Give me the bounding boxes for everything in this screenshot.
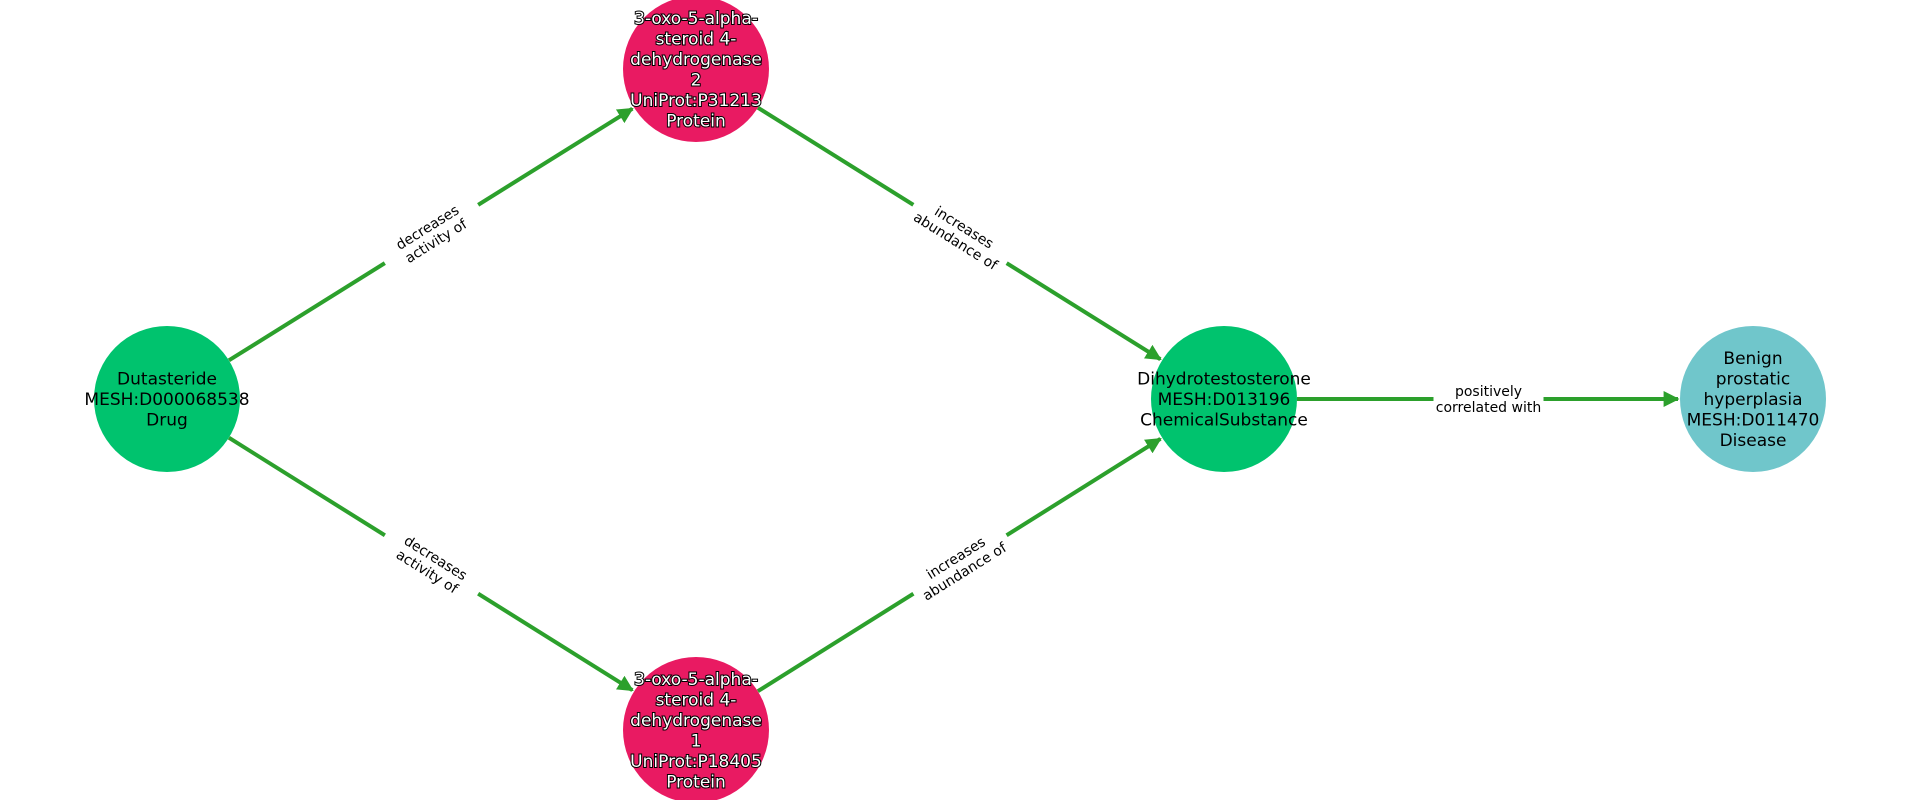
node-label-line: ChemicalSubstance [1140,411,1308,431]
node-label-line: MESH:D000068538 [84,390,249,410]
node-circle[interactable] [94,326,240,472]
node-label-line: MESH:D011470 [1687,411,1820,431]
node-circle[interactable] [1680,326,1826,472]
edge-label-line: positively [1455,384,1522,400]
node-label-line: Benign [1723,349,1782,369]
node-label-line: 3-oxo-5-alpha- [634,9,758,29]
edge-label-background [902,187,1018,281]
node-circle[interactable] [1151,326,1297,472]
edge-label-line: correlated with [1436,400,1541,416]
node-label-line: hyperplasia [1703,390,1802,410]
node-label-line: UniProt:P18405 [630,752,762,772]
node-srd5a2[interactable]: 3-oxo-5-alpha-steroid 4-dehydrogenase2Un… [623,0,769,142]
node-circle[interactable] [623,0,769,142]
node-label-line: prostatic [1716,370,1790,390]
edge-label-background [374,187,489,281]
node-label-line: steroid 4- [656,690,737,710]
node-label-line: MESH:D013196 [1158,390,1291,410]
node-label-line: Protein [666,772,726,792]
node-label-line: dehydrogenase [630,50,762,70]
node-dht[interactable]: DihydrotestosteroneMESH:D013196ChemicalS… [1137,326,1311,472]
node-label-line: steroid 4- [656,29,737,49]
node-label-line: dehydrogenase [630,711,762,731]
node-label-line: 1 [691,731,702,751]
node-label-line: Dihydrotestosterone [1137,370,1311,390]
node-srd5a1[interactable]: 3-oxo-5-alpha-steroid 4-dehydrogenase1Un… [623,657,769,800]
node-label-line: 3-oxo-5-alpha- [634,670,758,690]
node-circle[interactable] [623,657,769,800]
edge-label-background [374,518,489,611]
edge-label-background [1433,379,1544,419]
node-label-line: UniProt:P31213 [630,91,762,111]
node-label-line: Dutasteride [117,370,217,390]
edge-label-background [902,518,1018,611]
node-label-line: Protein [666,111,726,131]
node-label-line: Disease [1720,431,1787,451]
node-label-line: Drug [146,411,188,431]
node-bph[interactable]: BenignprostatichyperplasiaMESH:D011470Di… [1680,326,1826,472]
node-label-line: 2 [691,70,702,90]
